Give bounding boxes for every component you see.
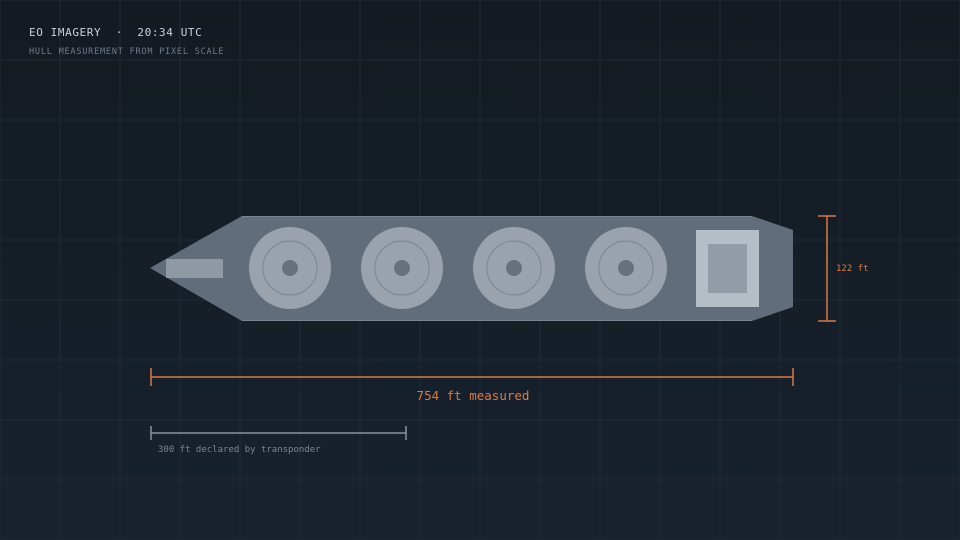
deck-tank bbox=[585, 227, 667, 309]
imagery-title: EO IMAGERY · 20:34 UTC bbox=[29, 26, 202, 39]
deck-tanks bbox=[249, 227, 667, 309]
tank-hub bbox=[506, 260, 522, 276]
length-label: 754 ft measured bbox=[417, 388, 530, 403]
bow-deckhouse bbox=[166, 259, 223, 278]
subtitle: HULL MEASUREMENT FROM PIXEL SCALE bbox=[29, 47, 225, 57]
declared-scale: 300 ft declared by transponder bbox=[150, 426, 407, 455]
beam-measurement: 122 ft bbox=[818, 215, 869, 322]
tank-ring bbox=[374, 240, 430, 296]
deck-tank bbox=[473, 227, 555, 309]
timestamp: 20:34 UTC bbox=[137, 26, 203, 39]
source-label: EO IMAGERY bbox=[29, 26, 102, 39]
title-separator: · bbox=[115, 26, 123, 39]
vessel bbox=[150, 216, 793, 321]
length-measurement: 754 ft measured bbox=[150, 368, 794, 403]
tank-hub bbox=[618, 260, 634, 276]
tank-ring bbox=[598, 240, 654, 296]
tank-hub bbox=[282, 260, 298, 276]
superstructure-roof bbox=[708, 244, 747, 293]
tank-ring bbox=[486, 240, 542, 296]
deck-tank bbox=[361, 227, 443, 309]
tank-hub bbox=[394, 260, 410, 276]
beam-label: 122 ft bbox=[836, 264, 869, 274]
deck-tank bbox=[249, 227, 331, 309]
tank-ring bbox=[262, 240, 318, 296]
declared-label: 300 ft declared by transponder bbox=[158, 445, 321, 455]
